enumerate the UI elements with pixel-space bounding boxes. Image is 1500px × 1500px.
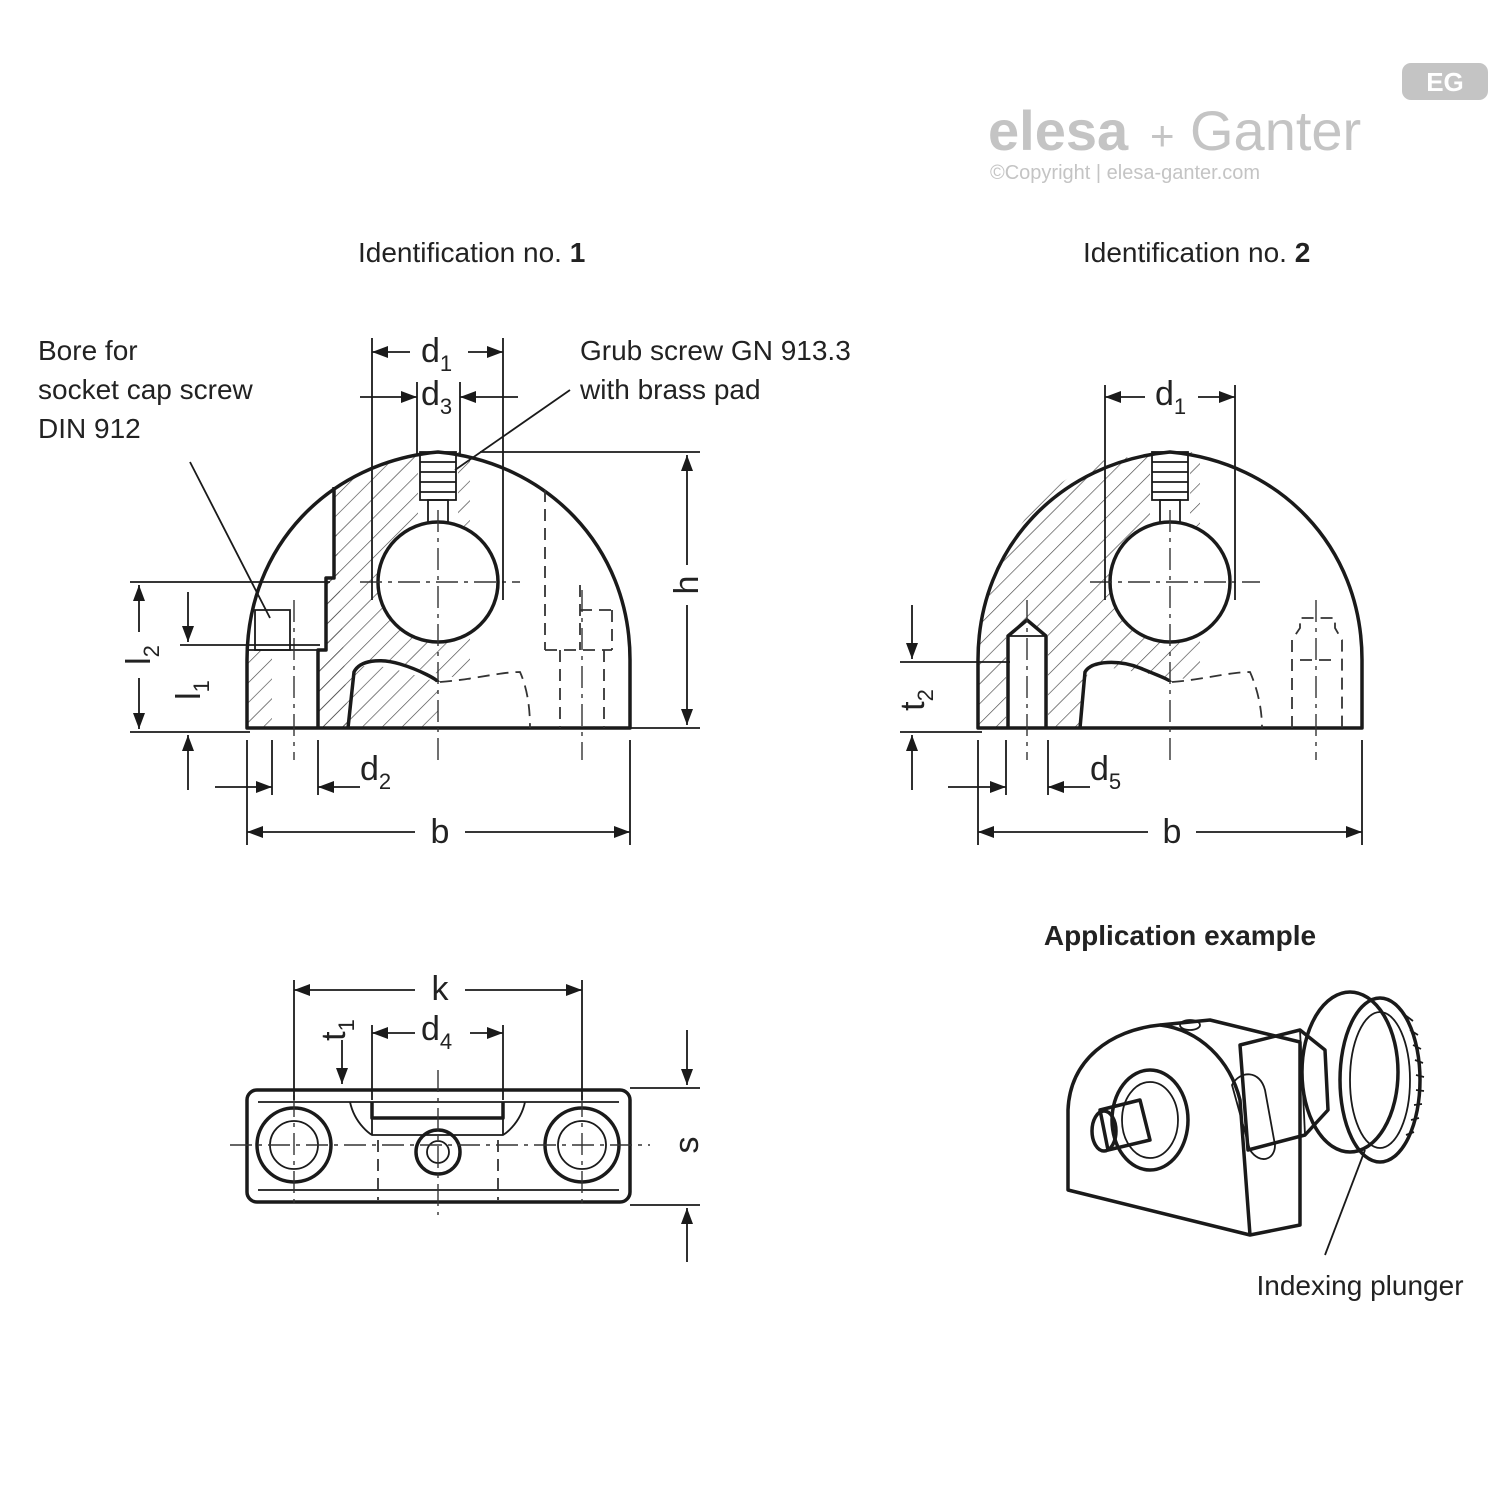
view1-title: Identification no. 1 xyxy=(358,237,585,268)
logo-badge-box xyxy=(1402,63,1488,100)
view2-dim-d1: d1 xyxy=(1155,375,1186,419)
top-dim-t1: t1 xyxy=(315,1019,359,1041)
logo-badge: EG xyxy=(1426,67,1464,97)
view1-dim-h: h xyxy=(668,576,706,595)
top-view: k d4 t1 s xyxy=(230,970,706,1262)
logo-plus: + xyxy=(1150,112,1175,159)
view2-dim-d5: d5 xyxy=(1090,750,1121,794)
logo-brand-elesa: elesa xyxy=(988,99,1129,162)
indexing-plunger-label: Indexing plunger xyxy=(1256,1270,1463,1301)
top-dim-d4: d4 xyxy=(421,1010,452,1054)
view1-dim-b: b xyxy=(431,813,450,851)
view1-section: d1 d3 h l2 l1 d2 b Bore for socket cap xyxy=(38,332,859,851)
view1-dim-d1: d1 xyxy=(421,332,452,376)
bore-note: Bore for socket cap screw DIN 912 xyxy=(38,335,261,444)
logo-brand-ganter: Ganter xyxy=(1190,99,1361,162)
top-dim-s: s xyxy=(668,1137,706,1154)
view1-dim-d3: d3 xyxy=(421,375,452,419)
view2-section: d1 t2 d5 b xyxy=(894,375,1364,851)
application-illustration xyxy=(1066,990,1425,1256)
view1-dim-d2: d2 xyxy=(360,750,391,794)
view2-title: Identification no. 2 xyxy=(1083,237,1310,268)
grub-screw-note: Grub screw GN 913.3 with brass pad xyxy=(579,335,859,405)
view1-dim-l2: l2 xyxy=(120,645,164,665)
view2-dim-b: b xyxy=(1163,813,1182,851)
top-dim-k: k xyxy=(432,970,450,1008)
view2-dim-t2: t2 xyxy=(894,689,938,711)
application-title: Application example xyxy=(1044,920,1316,951)
view1-dim-l1: l1 xyxy=(170,680,214,700)
logo-copyright: ©Copyright | elesa-ganter.com xyxy=(990,162,1260,184)
brand-logo: EG elesa + Ganter ©Copyright | elesa-gan… xyxy=(988,63,1488,184)
